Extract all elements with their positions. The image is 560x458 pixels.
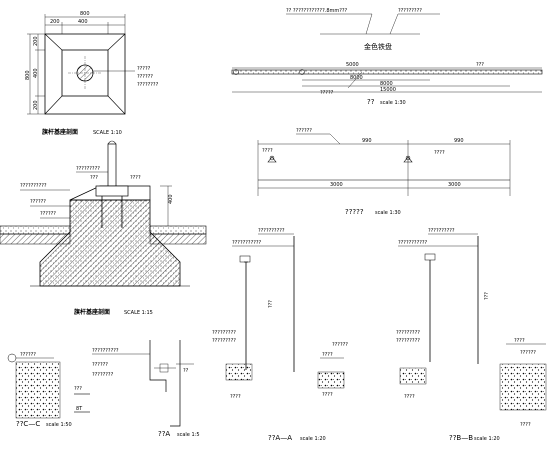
detail-a-title: ??A [158, 430, 170, 438]
svg-text:??????: ?????? [30, 199, 46, 205]
svg-text:?????????: ????????? [396, 338, 420, 344]
svg-text:800: 800 [25, 70, 31, 80]
section-bb-title: ??B—B [449, 434, 473, 442]
svg-text:??????: ?????? [332, 342, 348, 348]
section-aa-title: ??A—A [268, 434, 292, 442]
section-callout: ????????? [76, 166, 100, 172]
section-bb-scale: scale 1:20 [474, 436, 500, 442]
svg-text:400: 400 [168, 194, 174, 204]
svg-text:?????????: ????????? [398, 8, 422, 14]
middle-plan: ???? ???? ?????? 990 990 3000 3000 ?????… [257, 128, 511, 216]
plan-outer-square [44, 33, 126, 115]
flagpole-section [107, 143, 117, 191]
plan-inner-square [61, 49, 109, 97]
svg-text:????: ???? [520, 422, 531, 428]
svg-text:????: ???? [322, 352, 333, 358]
cc-ground-block [15, 361, 61, 419]
svg-text:3000: 3000 [330, 182, 343, 188]
svg-text:????: ???? [322, 392, 333, 398]
plan-note: ????? [137, 66, 151, 72]
svg-text:??????: ?????? [137, 74, 153, 80]
svg-text:???: ??? [74, 386, 82, 392]
plan-dim-overall: 800 [80, 11, 90, 17]
svg-text:990: 990 [454, 138, 464, 144]
section-aa-scale: scale 1:20 [300, 436, 326, 442]
svg-text:??: ?? [183, 368, 189, 374]
section-c-c: ?????? ??? 8T ??C—C scale 1:50 [7, 352, 90, 428]
svg-text:????: ???? [230, 394, 241, 400]
svg-text:???????????: ??????????? [232, 240, 262, 246]
svg-text:15000: 15000 [380, 87, 396, 93]
detail-a-scale: scale 1:5 [177, 432, 200, 438]
middle-plan-title: ????? [345, 208, 364, 216]
svg-text:?????????: ????????? [212, 338, 236, 344]
section-a-a: ?????????? ??????????? ??? ????????? ???… [212, 228, 348, 442]
svg-text:??????: ?????? [20, 352, 36, 358]
svg-text:5000: 5000 [346, 62, 359, 68]
svg-text:??????????: ?????????? [20, 183, 47, 189]
svg-text:??????: ?????? [520, 350, 536, 356]
svg-text:?????????: ????????? [396, 330, 420, 336]
svg-text:????: ???? [130, 175, 141, 181]
svg-text:???????????: ??????????? [398, 240, 428, 246]
svg-text:????????: ???????? [137, 82, 159, 88]
top-plan-view: ????? ?????? ???????? 800 400 200 200 40… [25, 11, 159, 136]
svg-text:??????: ?????? [296, 128, 312, 134]
svg-text:990: 990 [362, 138, 372, 144]
section-scale: SCALE 1:15 [124, 310, 153, 316]
svg-text:????: ???? [434, 150, 445, 156]
svg-text:???: ??? [90, 175, 98, 181]
top-plan-title: 旗杆基座剖面 [42, 128, 78, 136]
svg-text:3000: 3000 [448, 182, 461, 188]
plan-dim-inner: 400 [78, 19, 88, 25]
section-cc-scale: scale 1:50 [46, 422, 72, 428]
strip-label: ?? ????????????.8mm??? [286, 8, 348, 14]
middle-plan-scale: scale 1:30 [375, 210, 401, 216]
svg-text:???: ??? [484, 292, 490, 300]
section-b-b: ?????????? ??????????? ??? ????????? ???… [396, 228, 547, 442]
bb-ground-block [499, 363, 547, 411]
svg-text:400: 400 [33, 68, 39, 78]
strip-title: ?? [367, 98, 375, 106]
svg-text:??????????: ?????????? [428, 228, 455, 234]
svg-text:???: ??? [268, 300, 274, 308]
top-plan-scale: SCALE 1:10 [93, 130, 122, 136]
svg-text:?????????: ????????? [212, 330, 236, 336]
strip-material: 金色铁盘 [364, 42, 392, 51]
svg-text:8000: 8000 [350, 75, 363, 81]
svg-text:?????: ????? [320, 90, 334, 96]
foundation-section: ?????????? ?????? ?????? ????????? ??? ?… [0, 140, 207, 316]
svg-text:????????: ???????? [92, 372, 114, 378]
svg-text:????: ???? [514, 338, 525, 344]
svg-text:????: ???? [404, 394, 415, 400]
section-title: 旗杆基座剖面 [74, 308, 110, 316]
svg-text:200: 200 [33, 36, 39, 46]
strip-slab [231, 69, 543, 75]
svg-text:8000: 8000 [380, 81, 393, 87]
svg-text:??????: ?????? [40, 211, 56, 217]
plan-dim-side: 200 [50, 19, 60, 25]
svg-text:8T: 8T [76, 406, 83, 412]
svg-text:??????????: ?????????? [258, 228, 285, 234]
section-cc-title: ??C—C [16, 420, 40, 428]
svg-text:??????????: ?????????? [92, 348, 119, 354]
svg-text:??????: ?????? [92, 362, 108, 368]
svg-text:???: ??? [476, 62, 484, 68]
top-strip-section: ?? ????????????.8mm??? ????????? 金色铁盘 50… [231, 8, 543, 106]
strip-scale: scale 1:30 [380, 100, 406, 106]
svg-text:200: 200 [33, 100, 39, 110]
svg-text:????: ???? [262, 148, 273, 154]
detail-a: ?????????? ?????? ???????? ?? ??A scale … [92, 340, 200, 438]
